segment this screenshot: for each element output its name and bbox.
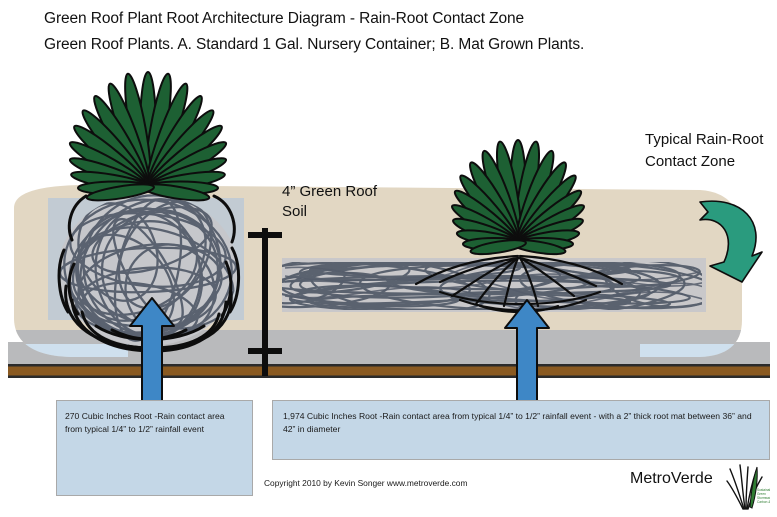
title-line-2: Green Roof Plants. A. Standard 1 Gal. Nu… <box>44 36 585 53</box>
brand-wordmark: MetroVerde <box>630 470 713 487</box>
measure-tick-top <box>248 232 282 238</box>
title-block: Green Roof Plant Root Architecture Diagr… <box>44 6 764 58</box>
soil-depth-measure <box>248 228 282 376</box>
svg-text:Sustainable: Sustainable <box>757 488 770 492</box>
arrow-contact-zone-pointer <box>699 200 763 283</box>
soil-depth-label: 4” Green Roof Soil <box>282 183 378 220</box>
callout-right-text: 1,974 Cubic Inches Root -Rain contact ar… <box>283 411 752 434</box>
svg-text:Stormwater: Stormwater <box>757 496 770 500</box>
callout-mat-grown: 1,974 Cubic Inches Root -Rain contact ar… <box>272 400 770 460</box>
metroverde-grass-logo-icon: Sustainable Green Stormwater Carbon & Wa… <box>726 464 770 510</box>
plant-right-foliage <box>451 139 585 256</box>
root-mat-mass <box>282 262 702 310</box>
contact-zone-label: Typical Rain-Root Contact Zone <box>645 131 764 170</box>
svg-text:Green: Green <box>757 492 766 496</box>
plant-left-foliage <box>68 71 228 202</box>
svg-text:Carbon & Water: Carbon & Water <box>757 500 770 504</box>
roof-deck-top-edge <box>8 364 770 367</box>
callout-container-grown: 270 Cubic Inches Root -Rain contact area… <box>56 400 253 496</box>
roof-deck <box>8 366 770 376</box>
roof-deck-bottom-edge <box>8 375 770 378</box>
callout-left-text: 270 Cubic Inches Root -Rain contact area… <box>65 411 225 434</box>
measure-tick-bottom <box>248 348 282 354</box>
copyright-notice: Copyright 2010 by Kevin Songer www.metro… <box>264 478 468 488</box>
title-line-1: Green Roof Plant Root Architecture Diagr… <box>44 10 525 27</box>
